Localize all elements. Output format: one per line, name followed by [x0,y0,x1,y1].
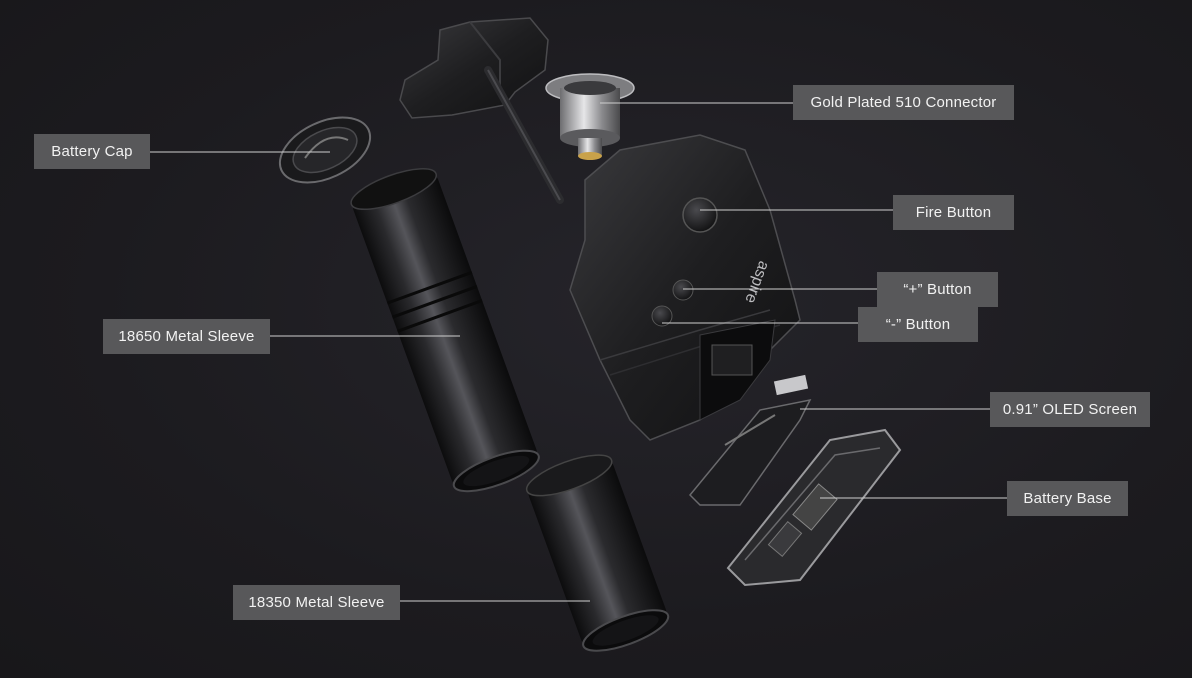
18650-sleeve-part [350,168,540,493]
label-18350-sleeve: 18350 Metal Sleeve [233,585,400,620]
label-battery-cap: Battery Cap [34,134,150,169]
label-plus-button: “+” Button [877,272,998,307]
battery-cap-part [278,116,372,184]
minus-button-part [651,305,673,327]
label-oled-screen: 0.91” OLED Screen [990,392,1150,427]
battery-base-part [726,428,902,587]
fire-button-part [682,197,718,233]
top-bracket [399,17,564,204]
plus-button-part [672,279,694,301]
label-510-connector: Gold Plated 510 Connector [793,85,1014,120]
label-minus-button: “-” Button [858,307,978,342]
510-connector-part [545,73,635,160]
label-18650-sleeve: 18650 Metal Sleeve [103,319,270,354]
18350-sleeve-part [525,454,670,652]
leader-lines [150,102,1007,602]
main-device-body: aspire [569,134,801,441]
label-battery-base: Battery Base [1007,481,1128,516]
label-fire-button: Fire Button [893,195,1014,230]
oled-screen-part [688,374,812,506]
